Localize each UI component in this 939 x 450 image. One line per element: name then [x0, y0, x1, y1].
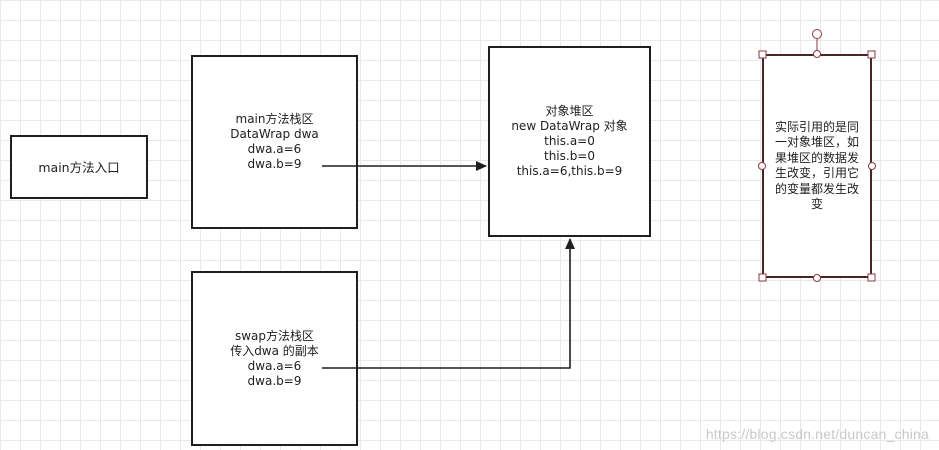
swap-stack-line-copy: 传入dwa 的副本 [230, 343, 319, 358]
note-box-selected[interactable]: 实际引用的是同一对象堆区，如果堆区的数据发生改变，引用它的变量都发生改变 [762, 54, 872, 278]
swap-stack-line-b: dwa.b=9 [247, 373, 302, 388]
rotate-handle[interactable] [812, 29, 822, 39]
main-entry-label: main方法入口 [38, 159, 120, 175]
swap-to-heap-arrow[interactable] [322, 238, 575, 369]
main-stack-line-declaration: DataWrap dwa [230, 127, 319, 141]
watermark: https://blog.csdn.net/duncan_china [705, 426, 929, 442]
heap-line-new-object: new DataWrap 对象 [511, 119, 628, 133]
swap-stack-line-a: dwa.a=6 [247, 358, 302, 373]
heap-line-b-initial: this.b=0 [543, 149, 596, 163]
main-entry-box[interactable]: main方法入口 [10, 135, 148, 199]
note-text: 实际引用的是同一对象堆区，如果堆区的数据发生改变，引用它的变量都发生改变 [774, 119, 859, 212]
main-stack-line-b: dwa.b=9 [247, 157, 302, 171]
heap-line-assigned: this.a=6,this.b=9 [516, 164, 623, 178]
main-stack-line-a: dwa.a=6 [247, 142, 302, 156]
swap-stack-box[interactable]: swap方法栈区 传入dwa 的副本 dwa.a=6 dwa.b=9 [191, 271, 358, 446]
main-stack-title: main方法栈区 [235, 112, 314, 126]
heap-line-a-initial: this.a=0 [544, 134, 595, 148]
swap-stack-title: swap方法栈区 [234, 328, 315, 343]
heap-title: 对象堆区 [545, 104, 594, 118]
main-stack-box[interactable]: main方法栈区 DataWrap dwa dwa.a=6 dwa.b=9 [191, 55, 358, 229]
object-heap-box[interactable]: 对象堆区 new DataWrap 对象 this.a=0 this.b=0 t… [488, 46, 651, 237]
